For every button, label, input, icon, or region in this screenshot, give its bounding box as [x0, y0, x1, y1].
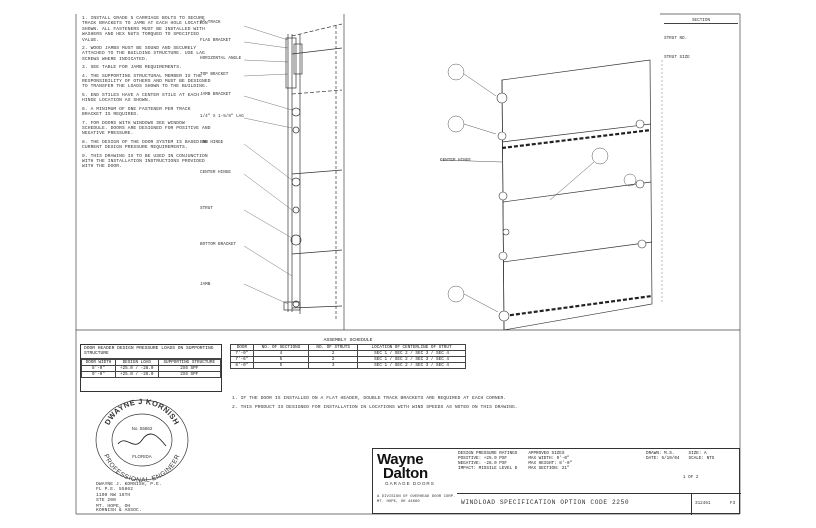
drawing-number-box: 312461 F3 [691, 493, 742, 515]
brand-name-top: Wayne [377, 451, 424, 468]
schedule-title: ASSEMBLY SCHEDULE [323, 338, 373, 343]
schedule-row: 8'-0" 5 3 SEC 1 / SEC 2 / SEC 3 / SEC 4 [230, 362, 466, 369]
label-flag-bracket: FLAG BRACKET [200, 38, 231, 43]
brand-address-2: MT. HOPE, OH 44660 [377, 500, 420, 505]
door-elevation-drawing [439, 59, 663, 330]
seal-license: No. 55862 [132, 426, 153, 431]
seal-state: FLORIDA [132, 454, 152, 459]
engineer-block: DWAYNE J. KORNISH, P.E. FL P.E. 55862 11… [96, 482, 206, 509]
bottom-notes: 1. IF THE DOOR IS INSTALLED ON A FLAT HE… [232, 396, 662, 411]
top-right-label-strut-no: STRUT NO. [664, 36, 688, 41]
engineer-name: DWAYNE J. KORNISH, P.E. [96, 482, 162, 487]
brand-address-1: A DIVISION OF OVERHEAD DOOR CORP. [377, 495, 456, 499]
label-track: 2" TRACK [200, 20, 221, 25]
load-table-title: DOOR HEADER DESIGN PRESSURE LOADS ON SUP… [81, 345, 221, 359]
signature-mark [117, 433, 167, 447]
brand-logo: Wayne Dalton GARAGE DOORS [377, 451, 447, 486]
bottom-note-2: 2. THIS PRODUCT IS DESIGNED FOR INSTALLA… [232, 405, 518, 411]
note-3: 3. SEE TABLE FOR JAMB REQUIREMENTS. [82, 65, 182, 71]
engineer-firm: KORNISH & ASSOC. [96, 508, 142, 513]
schedule-header-row: DOOR NO. OF SECTIONS NO. OF STRUTS LOCAT… [230, 344, 466, 351]
note-5: 5. END STILES HAVE A CENTER STILE AT EAC… [82, 92, 200, 104]
drawing-number: 312461 [695, 501, 711, 506]
label-top-bracket: TOP BRACKET [200, 72, 229, 77]
engineer-seal: DWAYNE J KORNISH PROFESSIONAL ENGINEER N… [95, 397, 189, 482]
title-divider [457, 493, 741, 494]
general-notes: 1. INSTALL GRADE 5 CARRIAGE BOLTS TO SEC… [82, 16, 212, 173]
label-jamb: JAMB [200, 282, 211, 287]
note-1: 1. INSTALL GRADE 5 CARRIAGE BOLTS TO SEC… [82, 16, 208, 43]
top-right-label-strut-size: STRUT SIZE [664, 55, 690, 60]
note-6: 6. A MINIMUM OF ONE FASTENER PER TRACK B… [82, 106, 191, 118]
label-center-hinge: CENTER HINGE [200, 170, 231, 175]
load-table-grid: DOOR WIDTH DESIGN LOAD SUPPORTING STRUCT… [81, 358, 222, 378]
engineer-address-2: STE 200 [96, 498, 116, 504]
drawing-title: WINDLOAD SPECIFICATION OPTION CODE 2250 [461, 499, 630, 506]
seal-name: DWAYNE J KORNISH [103, 397, 181, 427]
label-lag: 1/4" X 1-5/8" LAG [200, 114, 244, 119]
svg-text:DWAYNE J KORNISH: DWAYNE J KORNISH [103, 397, 182, 427]
label-jamb-bracket: JAMB BRACKET [200, 92, 231, 97]
revision: F3 [730, 501, 736, 506]
label-strut: STRUT [200, 206, 213, 211]
brand-tagline: GARAGE DOORS [385, 481, 435, 486]
note-9: 9. THIS DRAWING IS TO BE USED IN CONJUNC… [82, 153, 208, 170]
top-right-labels: SECTION STRUT NO. STRUT SIZE [664, 18, 738, 60]
side-elevation-drawing [243, 23, 343, 320]
bottom-note-1: 1. IF THE DOOR IS INSTALLED ON A FLAT HE… [232, 396, 507, 401]
note-8: 8. THE DESIGN OF THE DOOR SYSTEM IS BASE… [82, 139, 208, 151]
sheet-number: 1 OF 2 [683, 475, 699, 480]
note-2: 2. WOOD JAMBS MUST BE SOUND AND SECURELY… [82, 46, 205, 62]
meta-row: DRAWN: M.S.SIZE: A [646, 451, 707, 456]
label-end-hinge: END HINGE [200, 140, 224, 145]
engineer-license: FL P.E. 55862 [96, 487, 134, 493]
title-block: Wayne Dalton GARAGE DOORS A DIVISION OF … [372, 448, 742, 515]
note-4: 4. THE SUPPORTING STRUCTURAL MEMBER IS T… [82, 73, 211, 90]
assembly-schedule: ASSEMBLY SCHEDULE DOOR NO. OF SECTIONS N… [230, 338, 466, 369]
note-7: 7. FOR DOORS WITH WINDOWS SEE WINDOW SCH… [82, 120, 211, 137]
top-right-label-section: SECTION [664, 18, 738, 24]
brand-address: A DIVISION OF OVERHEAD DOOR CORP. MT. HO… [377, 495, 455, 506]
engineer-address-1: 1100 NW 16TH [96, 492, 131, 498]
schedule-grid: DOOR NO. OF SECTIONS NO. OF STRUTS LOCAT… [230, 344, 466, 369]
engineer-address-3: MT. HOPE, OH [96, 503, 131, 509]
label-bottom-bracket: BOTTOM BRACKET [200, 242, 237, 247]
load-table: DOOR HEADER DESIGN PRESSURE LOADS ON SUP… [80, 344, 222, 392]
center-hinge-callout: CENTER HINGE [440, 158, 471, 163]
load-table-row: 9'-0" +25.0 / -28.0 2X6 SPF [81, 370, 222, 378]
label-horizontal-angle: HORIZONTAL ANGLE [200, 56, 242, 61]
brand-name-bottom: Dalton [383, 465, 428, 482]
